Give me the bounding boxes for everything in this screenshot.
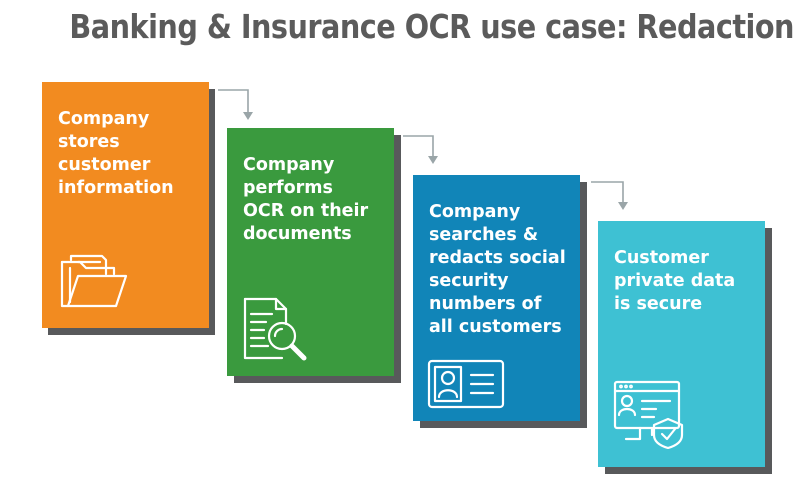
connector-arrow-3-to-4 <box>591 181 628 210</box>
connector-arrow-2-to-3 <box>403 135 438 164</box>
connector-arrow-1-to-2 <box>218 89 253 120</box>
id-card-icon <box>427 359 505 409</box>
folder-icon <box>58 252 130 314</box>
document-search-icon <box>242 296 314 362</box>
secure-computer-icon <box>612 379 688 449</box>
diagram-title: Banking & Insurance OCR use case: Redact… <box>69 7 794 46</box>
